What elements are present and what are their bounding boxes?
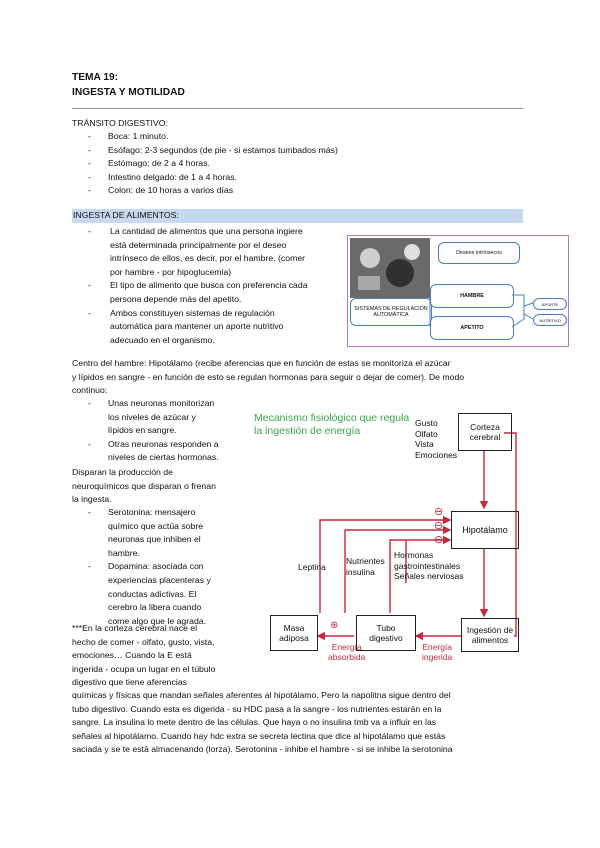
hipotalamo-box: Hipotálamo: [451, 511, 519, 549]
plus-icon: ⊕: [330, 620, 339, 631]
sistemas-box: SISTEMAS DE REGULACIÓN AUTOMÁTICA: [350, 298, 432, 326]
list-item: -Estómago: de 2 a 4 horas.: [88, 158, 210, 169]
food-photo: [350, 238, 430, 298]
list-item: - Ambos constituyen sistemas de regulaci…: [88, 307, 284, 345]
fig2-title: Mecanismo fisiológico que regula la inge…: [254, 412, 410, 437]
page-subtitle: INGESTA Y MOTILIDAD: [72, 87, 185, 98]
list-item: - El tipo de alimento que busca con pref…: [88, 280, 308, 304]
apetito-box: APETITO: [430, 316, 514, 340]
minus-icon: ⊖: [434, 534, 444, 546]
list-item: -Boca: 1 minuto.: [88, 131, 169, 141]
ingesta-heading: INGESTA DE ALIMENTOS:: [73, 210, 179, 220]
minus-icon: ⊖: [434, 506, 444, 518]
list-item: -Intestino delgado: de 1 a 4 horas.: [88, 171, 237, 182]
aporte-box: APORTE: [533, 298, 567, 310]
section-highlight: [72, 209, 523, 223]
figure-hunger-appetite: Deseos intrínsecos SISTEMAS DE REGULACIÓ…: [347, 235, 569, 347]
ingesta-list: - La cantidad de alimentos que una perso…: [88, 225, 348, 347]
minus-icon: ⊖: [434, 520, 444, 532]
bottom-paragraph: químicas y físicas que mandan señales af…: [72, 690, 453, 755]
list-item: - La cantidad de alimentos que una perso…: [88, 226, 306, 277]
nutritivo-box: NUTRITIVO: [533, 314, 567, 326]
list-item: -Colon: de 10 horas a varios días: [88, 185, 234, 196]
title-divider: [72, 108, 523, 109]
transito-list: -Boca: 1 minuto. -Esófago: 2-3 segundos …: [88, 130, 468, 198]
list-item: -Esófago: 2-3 segundos (de pie - si esta…: [88, 144, 338, 155]
page-title: TEMA 19:: [72, 72, 119, 83]
leptina-label: Leptina: [298, 562, 326, 572]
figure-energy-regulation: Mecanismo fisiológico que regula la inge…: [254, 408, 522, 666]
transito-heading: TRÁNSITO DIGESTIVO:: [72, 118, 168, 128]
centro-paragraph: Centro del hambre: Hipotálamo (recibe af…: [72, 358, 465, 396]
fig2-arrows: [316, 432, 517, 641]
deseos-box: Deseos intrínsecos: [438, 242, 520, 264]
figure1-connectors: [429, 294, 534, 328]
hambre-box: HAMBRE: [430, 284, 514, 308]
